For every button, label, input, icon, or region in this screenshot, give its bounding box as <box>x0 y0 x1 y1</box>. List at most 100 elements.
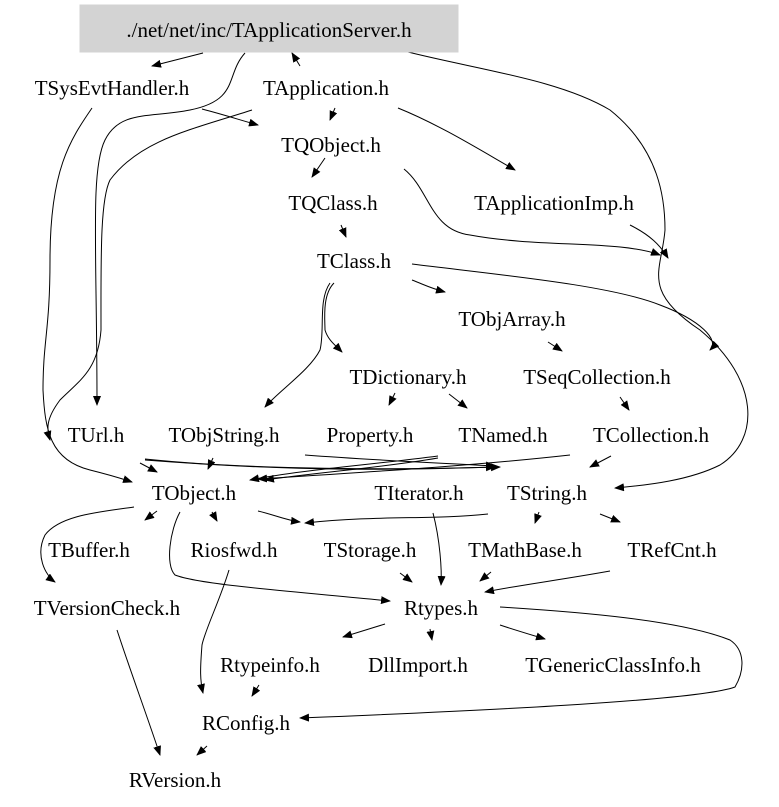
node-label: Rtypes.h <box>404 596 479 620</box>
edge-Rtypes-to-Rtypeinfo <box>342 623 386 639</box>
node-TClass[interactable]: TClass.h <box>317 249 392 273</box>
node-RVersion[interactable]: RVersion.h <box>129 768 222 792</box>
node-TQObject[interactable]: TQObject.h <box>281 133 381 157</box>
node-label: TRefCnt.h <box>627 538 717 562</box>
edge-root-to-TString <box>407 51 749 492</box>
node-TSeqCollection[interactable]: TSeqCollection.h <box>523 365 671 389</box>
node-Rtypeinfo[interactable]: Rtypeinfo.h <box>220 653 320 677</box>
edge-root-to-TUrl <box>92 52 246 406</box>
edge-TQObject-to-TQClass <box>311 157 326 178</box>
node-TRefCnt[interactable]: TRefCnt.h <box>627 538 717 562</box>
edge-TSeqCollection-to-TCollection <box>619 396 630 411</box>
edge-TDictionary-to-TNamed <box>448 393 468 409</box>
node-label: TIterator.h <box>374 481 464 505</box>
node-TIterator[interactable]: TIterator.h <box>374 481 464 505</box>
node-TStorage[interactable]: TStorage.h <box>324 538 417 562</box>
node-TNamed[interactable]: TNamed.h <box>458 423 548 447</box>
edge-TStorage-to-Rtypes <box>399 572 413 583</box>
node-label: TVersionCheck.h <box>34 596 181 620</box>
edge-TVersionCheck-to-RVersion <box>116 629 161 756</box>
node-TGenericClassInfo[interactable]: TGenericClassInfo.h <box>525 653 701 677</box>
edge-TObject-to-TVersionCheck <box>40 506 135 583</box>
edge-TObject-to-Rtypes <box>169 511 391 605</box>
root-node-box <box>79 4 459 53</box>
edge-TString-to-TMathBase <box>534 511 542 524</box>
edge-TMathBase-to-Rtypes <box>479 571 492 582</box>
node-TQClass[interactable]: TQClass.h <box>288 191 378 215</box>
node-label: TQClass.h <box>288 191 378 215</box>
edge-TClass-to-TObjArray <box>411 279 446 294</box>
node-label: RConfig.h <box>202 711 291 735</box>
node-Property[interactable]: Property.h <box>327 423 414 447</box>
edge-TApplication-to-TApplicationImp <box>397 107 516 171</box>
edge-Rtypes-to-DllImport <box>426 628 435 641</box>
node-Riosfwd[interactable]: Riosfwd.h <box>191 538 278 562</box>
node-RConfig[interactable]: RConfig.h <box>202 711 291 735</box>
edge-TString-to-TStorage <box>304 513 489 527</box>
node-Rtypes[interactable]: Rtypes.h <box>404 596 479 620</box>
edge-TObject-to-TBuffer <box>144 510 158 521</box>
node-label: TCollection.h <box>593 423 710 447</box>
node-label: ./net/net/inc/TApplicationServer.h <box>126 18 412 42</box>
node-label: Riosfwd.h <box>191 538 278 562</box>
node-label: TApplication.h <box>263 76 390 100</box>
edge-TUrl-to-TString <box>144 459 496 472</box>
edge-TApplicationImp-to-TString <box>629 224 669 259</box>
node-TVersionCheck[interactable]: TVersionCheck.h <box>34 596 181 620</box>
node-label: TSysEvtHandler.h <box>35 76 190 100</box>
edge-RConfig-to-RVersion <box>196 745 208 756</box>
edges-layer <box>40 51 749 756</box>
node-TObjArray[interactable]: TObjArray.h <box>458 307 566 331</box>
node-label: TMathBase.h <box>468 538 582 562</box>
edge-TCollection-to-TObject <box>257 454 571 483</box>
edge-TSysEvtHandler-to-TQObject <box>201 108 259 127</box>
edge-Rtypes-to-TGenericClassInfo <box>499 624 546 641</box>
node-label: TApplicationImp.h <box>474 191 634 215</box>
edge-Riosfwd-to-RConfig <box>197 569 230 694</box>
node-label: RVersion.h <box>129 768 222 792</box>
node-label: TUrl.h <box>68 423 125 447</box>
edge-TClass-to-TObjString <box>264 282 331 408</box>
node-label: TSeqCollection.h <box>523 365 671 389</box>
edge-TCollection-to-TString <box>589 455 612 468</box>
node-label: TStorage.h <box>324 538 417 562</box>
edge-TObject-to-TStorage <box>257 510 301 525</box>
edge-TQClass-to-TClass <box>338 224 347 238</box>
node-TMathBase[interactable]: TMathBase.h <box>468 538 582 562</box>
node-TObjString[interactable]: TObjString.h <box>168 423 280 447</box>
edge-TString-to-TRefCnt <box>599 513 621 523</box>
edge-Rtypeinfo-to-RConfig <box>251 684 261 697</box>
node-TObject[interactable]: TObject.h <box>152 481 237 505</box>
node-label: TObjString.h <box>168 423 280 447</box>
node-TString[interactable]: TString.h <box>507 481 587 505</box>
node-TCollection[interactable]: TCollection.h <box>593 423 710 447</box>
node-TSysEvtHandler[interactable]: TSysEvtHandler.h <box>35 76 190 100</box>
edge-TRefCnt-to-Rtypes <box>484 570 611 595</box>
edge-TIterator-to-Rtypes <box>432 512 446 586</box>
node-TApplicationImp[interactable]: TApplicationImp.h <box>474 191 634 215</box>
node-DllImport[interactable]: DllImport.h <box>368 653 468 677</box>
edge-TDictionary-to-Property <box>388 392 397 406</box>
node-label: TClass.h <box>317 249 392 273</box>
node-TUrl[interactable]: TUrl.h <box>68 423 125 447</box>
edge-TNamed-to-TObject <box>249 455 439 483</box>
edge-TObject-to-Riosfwd <box>209 511 218 522</box>
node-label: TString.h <box>507 481 587 505</box>
node-label: TObject.h <box>152 481 237 505</box>
node-TBuffer[interactable]: TBuffer.h <box>48 538 130 562</box>
edge-TUrl-to-TObject <box>139 462 158 473</box>
node-TApplication[interactable]: TApplication.h <box>263 76 390 100</box>
edge-TClass-to-TString <box>411 263 720 351</box>
node-label: TBuffer.h <box>48 538 130 562</box>
node-label: DllImport.h <box>368 653 468 677</box>
node-label: TDictionary.h <box>349 365 467 389</box>
node-root[interactable]: ./net/net/inc/TApplicationServer.h <box>79 4 459 53</box>
node-label: TGenericClassInfo.h <box>525 653 701 677</box>
edge-TSysEvtHandler-to-TObject <box>42 107 133 483</box>
node-label: TObjArray.h <box>458 307 566 331</box>
node-label: Rtypeinfo.h <box>220 653 320 677</box>
node-TDictionary[interactable]: TDictionary.h <box>349 365 467 389</box>
edge-TObjArray-to-TSeqCollection <box>547 341 563 352</box>
node-label: Property.h <box>327 423 414 447</box>
